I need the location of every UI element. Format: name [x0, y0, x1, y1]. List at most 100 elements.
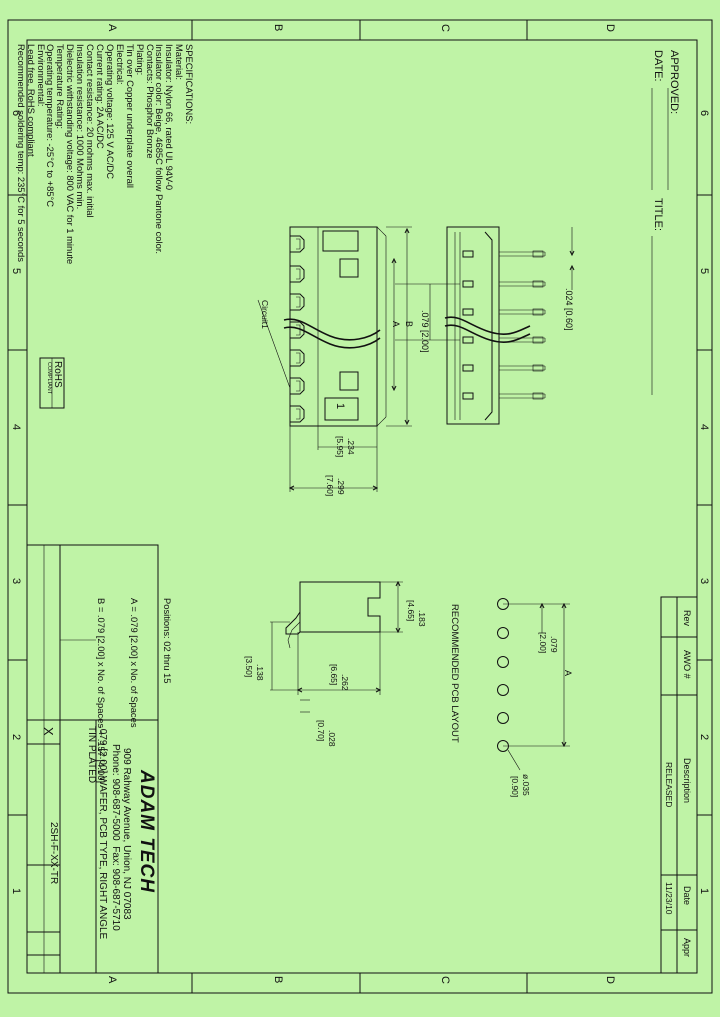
dim-pin-text: .024 [0.60] — [564, 288, 574, 331]
spec-line: Contact resistance: 20 mohms max. initia… — [85, 44, 97, 218]
pcb-hole — [497, 627, 509, 639]
top-letter-c: C — [439, 24, 451, 32]
pin-end — [532, 250, 544, 258]
date-label: DATE: — [652, 50, 664, 82]
connector-tooth — [290, 377, 305, 395]
rohs-compliant-text: COMPLIANT — [46, 362, 52, 395]
spec-line: Environmental: — [35, 44, 47, 107]
left-num-3: 3 — [10, 578, 22, 585]
title-label: TITLE: — [652, 198, 664, 232]
spec-line: Lead free, RoHS compliant — [25, 44, 37, 157]
connector-tooth-inner — [296, 268, 301, 280]
x-mark: X — [41, 727, 56, 736]
pin-housing — [462, 280, 474, 288]
spec-line: Electrical: — [114, 44, 126, 85]
spec-line: Operating temperature: -25°C to +85°C — [45, 44, 57, 208]
pcb-pitch-mm: [2.00] — [538, 632, 548, 654]
pin-housing — [462, 308, 474, 316]
pin-end — [532, 364, 544, 372]
connector-tooth — [290, 405, 305, 423]
spec-line: Contacts: Phosphor Bronze — [144, 44, 156, 159]
right-num-3: 3 — [698, 578, 710, 585]
dim-262-mm: [6.65] — [329, 664, 339, 686]
rev-header: Rev — [682, 610, 692, 627]
approved-label: APPROVED: — [668, 50, 680, 115]
pin-housing — [462, 364, 474, 372]
spec-line: Current rating: 2A AC/DC — [95, 44, 107, 149]
dim-138-inch: .138 — [255, 664, 265, 681]
connector-tooth — [290, 235, 305, 253]
specifications-text: SPECIFICATIONS:Material:Insulator: Nylon… — [6, 44, 214, 264]
part-description-1: .079 [2.00] WAFER, PCB TYPE, RIGHT ANGLE — [97, 726, 108, 940]
dim-a-label: A — [391, 321, 401, 328]
connector-tooth-inner — [296, 408, 301, 420]
dim-b-label: B — [404, 321, 414, 328]
title-block — [26, 544, 159, 974]
top-letter-d: D — [604, 24, 616, 32]
dim-262-inch: .262 — [340, 674, 350, 691]
connector-tooth-inner — [296, 380, 301, 392]
connector-tooth — [290, 293, 305, 311]
connector-tooth-inner — [296, 296, 301, 308]
appr-header: Appr — [682, 938, 692, 958]
inner-border — [26, 39, 698, 974]
spec-line: Tin over Copper underplate overall — [124, 44, 136, 189]
connector-tooth-inner — [296, 352, 301, 364]
pcb-hole — [497, 684, 509, 696]
spec-line: Insulation resistance: 1000 Mohms min. — [75, 44, 87, 210]
top-letter-b: B — [272, 24, 284, 32]
spec-line: Plating: — [134, 44, 146, 76]
part-description-2: TIN PLATED — [86, 726, 97, 784]
spec-line: SPECIFICATIONS: — [184, 44, 196, 125]
left-num-1: 1 — [10, 888, 22, 895]
dim-w2-inch: .299 — [336, 478, 346, 495]
pin-housing — [462, 336, 474, 344]
top-view-dims — [257, 226, 412, 492]
spec-line: Insulator color: Beige, 4685C follow Pan… — [154, 44, 166, 255]
dim-w1-mm: [5.95] — [335, 436, 345, 458]
pin-end — [532, 280, 544, 288]
company-address: 909 Rahway Avenue, Union, NJ 07083 — [121, 748, 132, 920]
side-view — [270, 580, 403, 713]
pcb-a-label: A — [563, 670, 573, 677]
part-number: 2SH-F-XX-TR — [48, 822, 59, 885]
rev-description: RELEASED — [664, 762, 674, 808]
right-num-1: 1 — [698, 888, 710, 895]
pcb-layout — [497, 598, 570, 771]
dim-183-mm: [4.65] — [406, 600, 416, 622]
pin-end — [532, 392, 544, 400]
revision-block — [660, 596, 698, 974]
dim-028-inch: .028 — [327, 730, 337, 747]
left-num-5: 5 — [10, 268, 22, 275]
pcb-hole-inch: ø.035 — [521, 774, 531, 796]
connector-tooth-inner — [296, 324, 301, 336]
dim-w1-inch: .234 — [346, 438, 356, 455]
rohs-text: RoHS — [52, 361, 63, 388]
bottom-letter-d: D — [604, 976, 616, 984]
bottom-letter-a: A — [106, 976, 118, 984]
pin-end — [532, 336, 544, 344]
rev-date: 11/23/10 — [664, 882, 674, 915]
pin-housing — [462, 392, 474, 400]
dim-pitch-text: .079 [2.00] — [420, 310, 430, 353]
dim-028-mm: [0.70] — [316, 720, 326, 742]
pcb-hole-mm: [0.90] — [510, 776, 520, 798]
spec-line: Temperature Rating: — [55, 44, 67, 129]
description-header: Description — [682, 758, 692, 804]
right-num-2: 2 — [698, 734, 710, 741]
left-num-2: 2 — [10, 734, 22, 741]
spec-line: Recommended soldering temp: 235°C for 5 … — [15, 44, 27, 262]
spec-line: Dielectric withstanding voltage: 800 VAC… — [65, 44, 77, 265]
company-phone: Phone: 908-687-5000 Fax: 908-687-5710 — [110, 744, 121, 931]
bottom-letter-b: B — [272, 976, 284, 984]
bottom-letter-c: C — [439, 976, 451, 984]
pin-housing — [462, 250, 474, 258]
dim-w2-mm: [7.60] — [325, 475, 335, 497]
pcb-hole — [497, 656, 509, 668]
right-num-5: 5 — [698, 268, 710, 275]
connector-tooth — [290, 265, 305, 283]
company-name: ADAM TECH — [136, 770, 157, 893]
date-header: Date — [682, 886, 692, 906]
